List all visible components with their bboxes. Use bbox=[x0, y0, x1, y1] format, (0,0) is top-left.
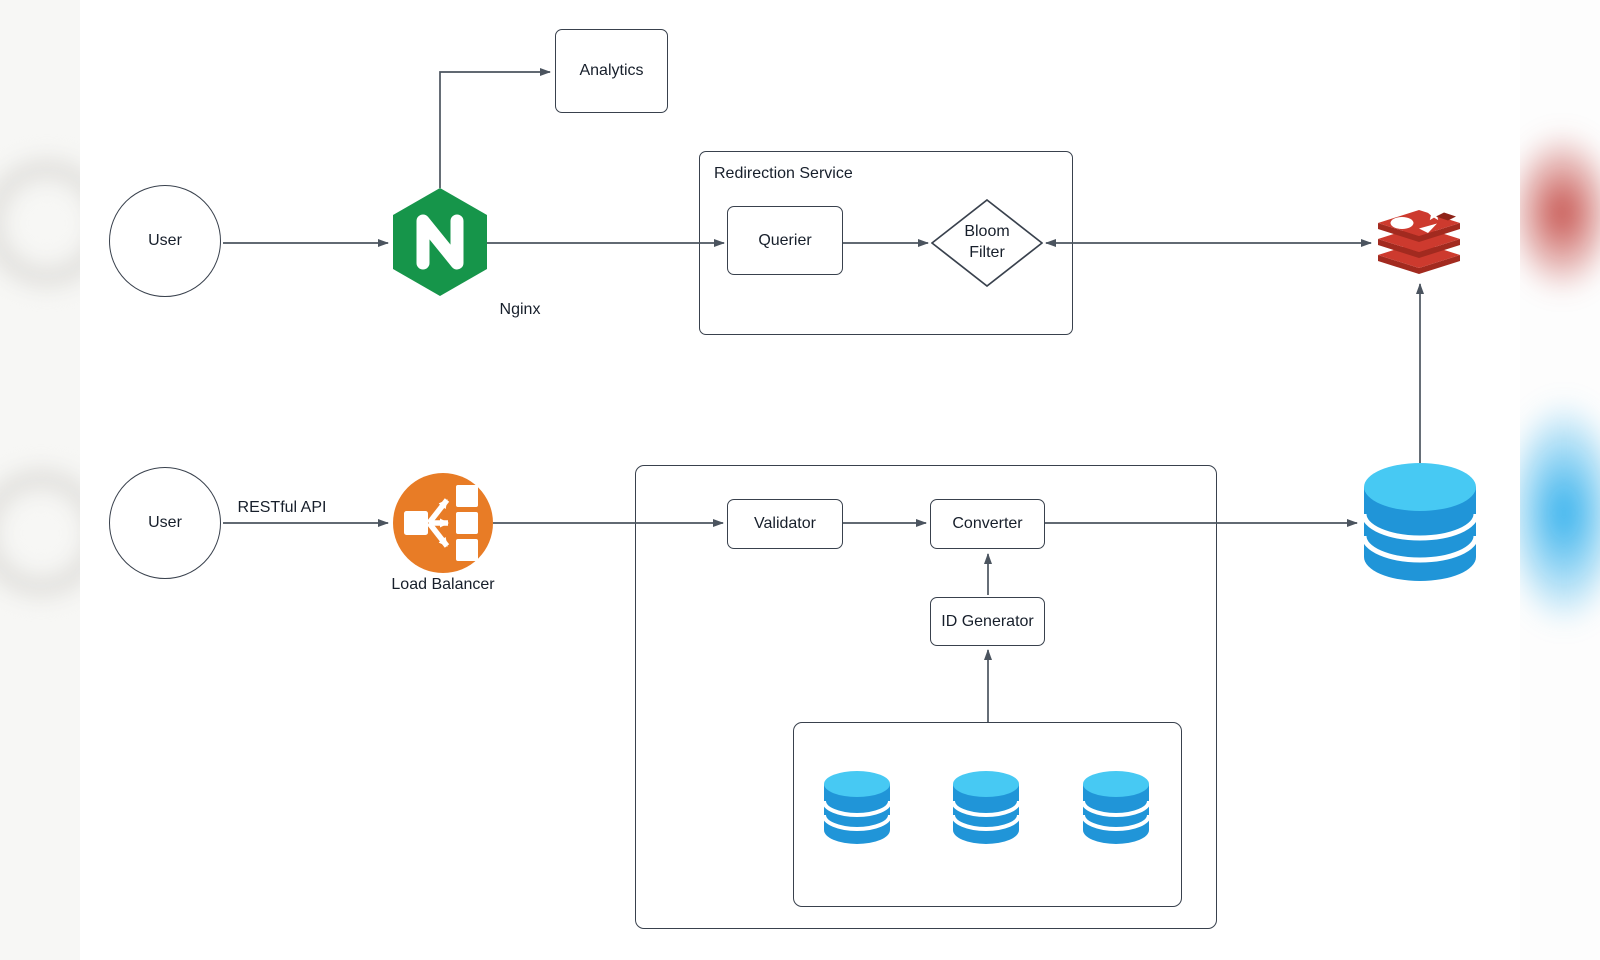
blurred-circle-top bbox=[0, 158, 80, 288]
nginx-icon[interactable] bbox=[393, 188, 487, 296]
user-node-top[interactable]: User bbox=[109, 185, 221, 297]
database-icon[interactable] bbox=[1081, 770, 1151, 848]
bloom-filter-label: Bloom Filter bbox=[964, 223, 1010, 261]
converter-label: Converter bbox=[952, 515, 1023, 532]
querier-label: Querier bbox=[758, 231, 812, 249]
querier-node[interactable]: Querier bbox=[727, 206, 843, 275]
analytics-label: Analytics bbox=[579, 62, 644, 79]
user-label: User bbox=[148, 232, 182, 249]
blurred-redis-blob bbox=[1520, 130, 1600, 295]
main-database-icon[interactable] bbox=[1362, 461, 1478, 585]
converter-node[interactable]: Converter bbox=[930, 499, 1045, 549]
nginx-label: Nginx bbox=[499, 301, 541, 318]
id-generator-label: ID Generator bbox=[941, 612, 1034, 630]
blurred-circle-bottom bbox=[0, 468, 80, 598]
user-node-bottom[interactable]: User bbox=[109, 467, 221, 579]
database-cluster-group[interactable] bbox=[793, 722, 1182, 907]
decision-diamond-shape bbox=[931, 199, 1043, 287]
bloom-filter-node[interactable]: Bloom Filter bbox=[931, 199, 1043, 287]
analytics-node[interactable]: Analytics bbox=[555, 29, 668, 113]
load-balancer-icon[interactable] bbox=[393, 473, 493, 573]
database-icon[interactable] bbox=[822, 770, 892, 848]
redirection-service-title: Redirection Service bbox=[714, 165, 853, 182]
id-generator-node[interactable]: ID Generator bbox=[930, 597, 1045, 646]
url-service-group[interactable] bbox=[635, 465, 1217, 929]
user-label: User bbox=[148, 514, 182, 531]
background-blur-right bbox=[1520, 0, 1600, 960]
restful-api-label: RESTful API bbox=[237, 499, 327, 516]
load-balancer-label: Load Balancer bbox=[391, 576, 495, 593]
redis-icon[interactable] bbox=[1374, 202, 1464, 280]
background-blur-left bbox=[0, 0, 80, 960]
validator-node[interactable]: Validator bbox=[727, 499, 843, 549]
blurred-database-blob bbox=[1520, 398, 1600, 628]
validator-label: Validator bbox=[754, 515, 816, 532]
database-icon[interactable] bbox=[951, 770, 1021, 848]
